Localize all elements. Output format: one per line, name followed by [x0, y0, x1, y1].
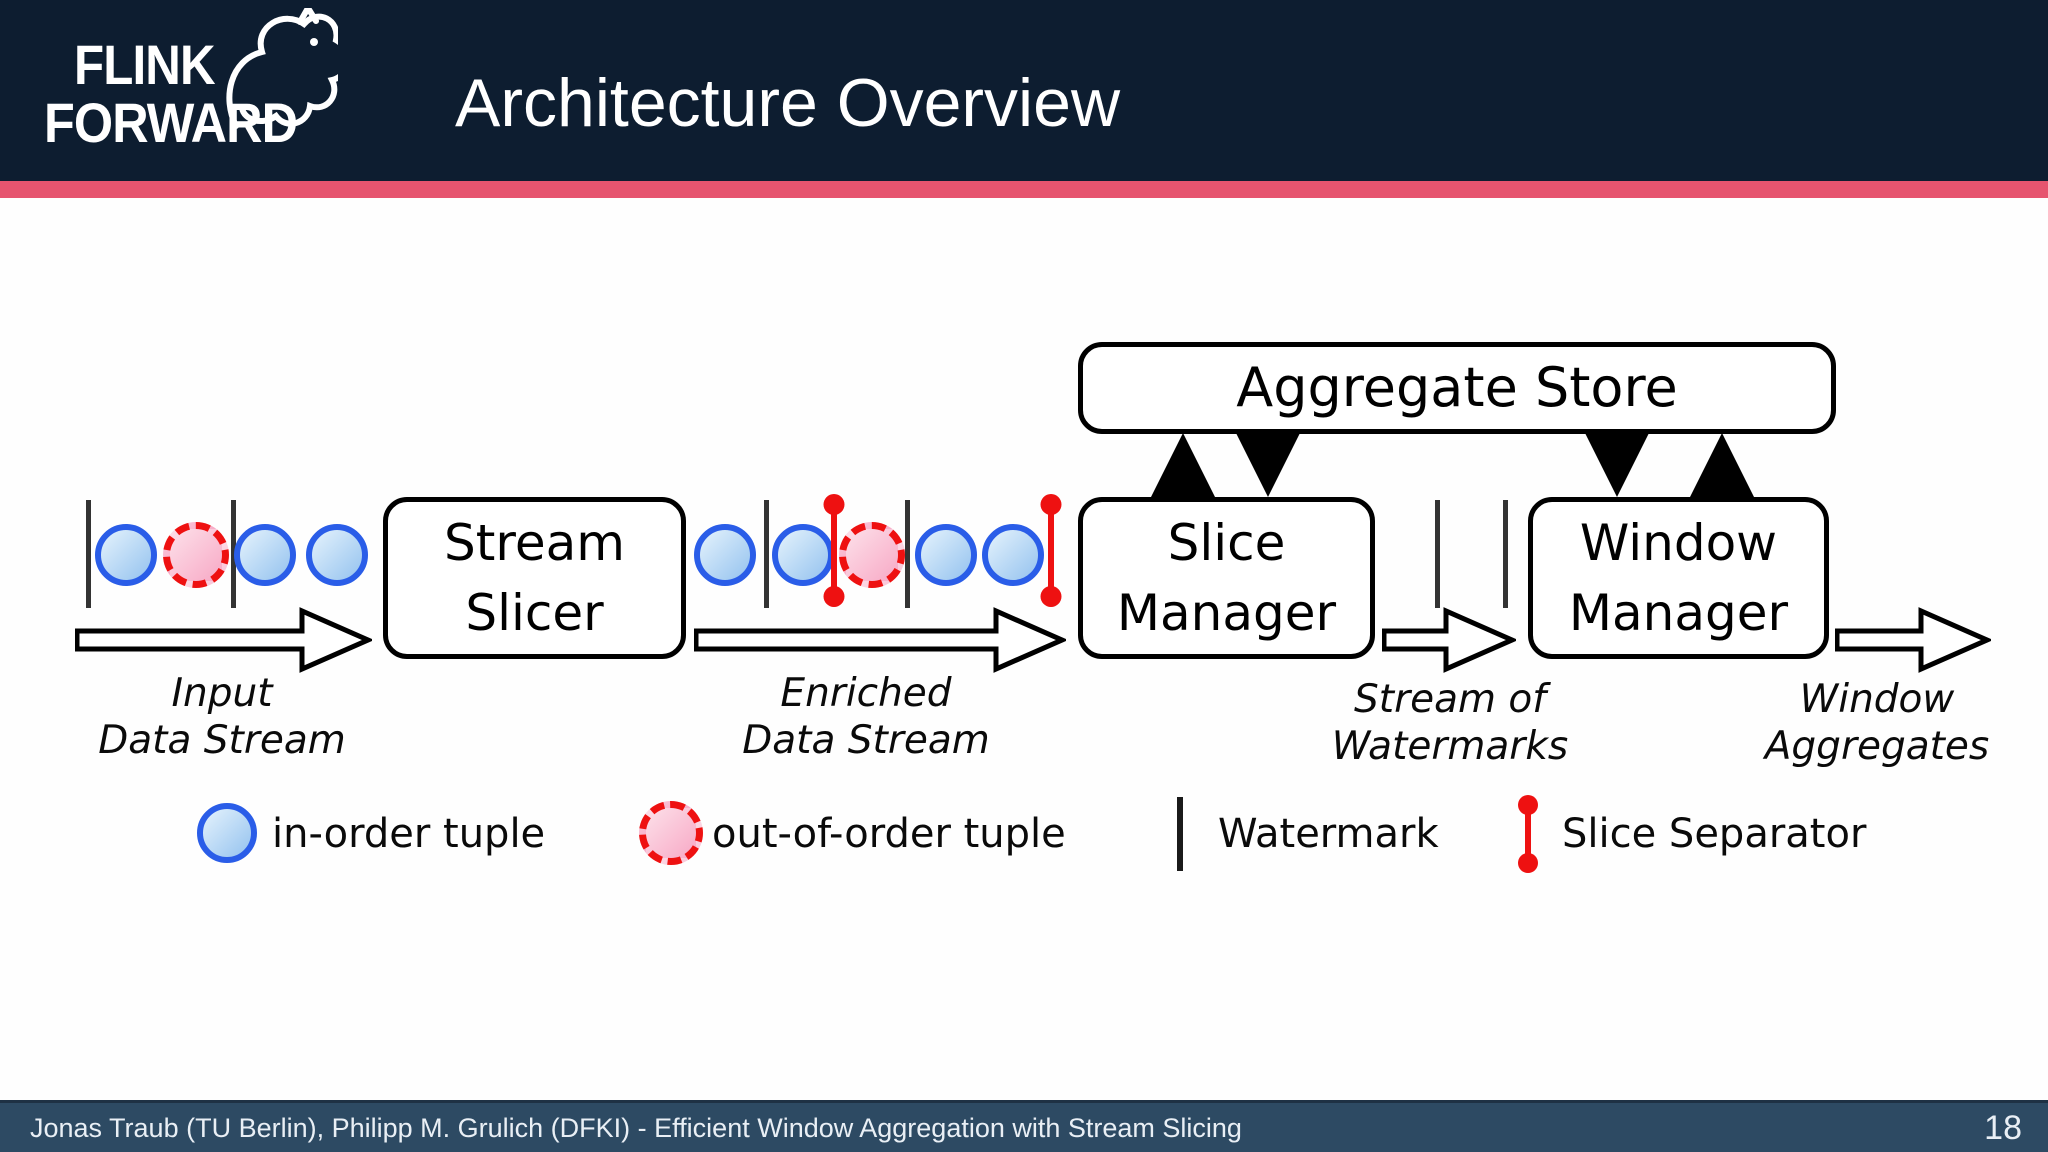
legend-label: Slice Separator [1562, 811, 1867, 857]
flow-label-line: Window [1799, 677, 1955, 722]
flink-squirrel-icon [226, 8, 338, 129]
in-order-tuple [982, 524, 1044, 586]
in-order-tuple-icon [197, 803, 257, 863]
page-title: Architecture Overview [455, 65, 1121, 141]
window-aggregates-label: Window Aggregates [1687, 676, 2048, 770]
arrow-up-icon [1151, 433, 1215, 497]
legend-label: out-of-order tuple [712, 811, 1066, 857]
in-order-tuple [234, 524, 296, 586]
slice-separator-icon [1525, 803, 1531, 865]
watermark-line [1503, 500, 1508, 608]
flow-arrow-icon [75, 607, 372, 673]
in-order-tuple [95, 524, 157, 586]
legend-label: in-order tuple [272, 811, 546, 857]
flow-label-line: Watermarks [1331, 724, 1569, 769]
input-data-stream-label: Input Data Stream [32, 670, 412, 764]
slice-separator [831, 503, 837, 598]
flow-label-line: Data Stream [742, 718, 990, 763]
in-order-tuple [772, 524, 834, 586]
watermark-line [1435, 500, 1440, 608]
page-number: 18 [1984, 1109, 2022, 1147]
flow-label-line: Stream of [1354, 677, 1546, 722]
arrow-up-icon [1690, 433, 1754, 497]
flink-forward-logo: FLINK FORWARD [22, 6, 352, 176]
slice-manager-label-line2: Manager [1116, 584, 1337, 642]
aggregate-store-box: Aggregate Store [1078, 342, 1836, 434]
watermark-line [764, 500, 769, 608]
in-order-tuple [915, 524, 977, 586]
stream-slicer-box: Stream Slicer [383, 497, 686, 659]
accent-divider [0, 181, 2048, 198]
out-of-order-tuple-icon [639, 801, 703, 865]
slice-manager-box: Slice Manager [1078, 497, 1375, 659]
watermark-icon [1177, 797, 1183, 871]
watermark-line [86, 500, 91, 608]
stream-of-watermarks-label: Stream of Watermarks [1260, 676, 1640, 770]
out-of-order-tuple [839, 522, 905, 588]
arrow-down-icon [1585, 433, 1649, 497]
out-of-order-tuple [163, 522, 229, 588]
flow-label-line: Aggregates [1764, 724, 1990, 769]
watermark-line [905, 500, 910, 608]
slice-manager-label-line1: Slice [1167, 514, 1286, 572]
flow-label-line: Input [171, 671, 273, 716]
window-manager-label-line1: Window [1579, 514, 1778, 572]
stream-slicer-label-line2: Slicer [465, 584, 604, 642]
window-manager-box: Window Manager [1528, 497, 1829, 659]
arrow-down-icon [1236, 433, 1300, 497]
logo-text-flink: FLINK [74, 33, 216, 96]
slide-footer: Jonas Traub (TU Berlin), Philipp M. Grul… [0, 1100, 2048, 1152]
flow-arrow-icon [1382, 607, 1516, 673]
window-manager-label-line2: Manager [1568, 584, 1789, 642]
logo-text-forward: FORWARD [44, 91, 298, 154]
legend-label: Watermark [1218, 811, 1439, 857]
in-order-tuple [694, 524, 756, 586]
enriched-data-stream-label: Enriched Data Stream [676, 670, 1056, 764]
flow-arrow-icon [694, 607, 1066, 673]
in-order-tuple [306, 524, 368, 586]
stream-slicer-label-line1: Stream [444, 514, 625, 572]
aggregate-store-label: Aggregate Store [1236, 356, 1678, 419]
flow-label-line: Data Stream [98, 718, 346, 763]
flow-arrow-icon [1835, 607, 1991, 673]
watermark-line [231, 500, 236, 608]
slice-separator [1048, 503, 1054, 598]
slide-header: FLINK FORWARD Architecture Overview [0, 0, 2048, 181]
flow-label-line: Enriched [780, 671, 952, 716]
footer-credit: Jonas Traub (TU Berlin), Philipp M. Grul… [30, 1113, 1242, 1143]
